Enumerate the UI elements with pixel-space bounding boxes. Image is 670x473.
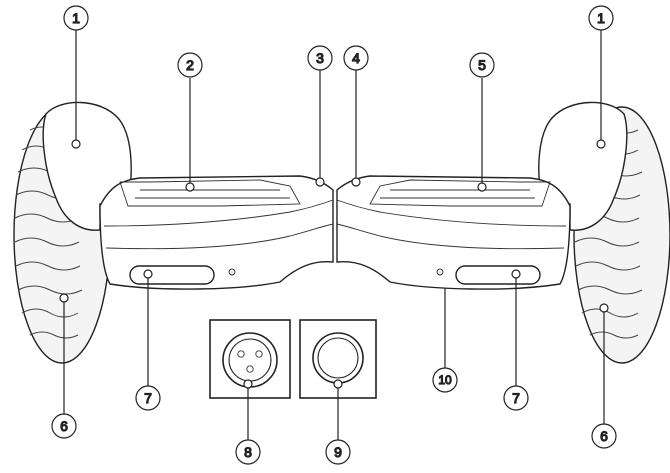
callout-5: 5 xyxy=(469,52,495,78)
right-led-bar xyxy=(455,265,541,285)
callout-2: 2 xyxy=(177,52,203,78)
svg-text:1: 1 xyxy=(72,10,80,26)
callout-6-left: 6 xyxy=(51,413,77,439)
svg-text:6: 6 xyxy=(600,428,608,444)
svg-text:6: 6 xyxy=(60,418,68,434)
svg-text:5: 5 xyxy=(478,57,486,73)
callout-1-right: 1 xyxy=(588,5,614,31)
callout-dots xyxy=(59,139,609,389)
callout-7-left: 7 xyxy=(135,385,161,411)
callout-10: 10 xyxy=(432,367,458,393)
svg-text:9: 9 xyxy=(334,444,342,460)
svg-text:1: 1 xyxy=(597,10,605,26)
leader-lines xyxy=(63,30,605,440)
callout-9: 9 xyxy=(325,439,351,465)
svg-text:7: 7 xyxy=(144,390,152,406)
callout-7-right: 7 xyxy=(503,385,529,411)
callout-3: 3 xyxy=(307,45,333,71)
svg-text:10: 10 xyxy=(438,373,452,387)
svg-text:7: 7 xyxy=(512,390,520,406)
svg-text:2: 2 xyxy=(186,57,194,73)
svg-text:3: 3 xyxy=(316,50,324,66)
callouts: 1 1 2 3 4 5 6 6 7 7 8 9 10 xyxy=(51,5,617,465)
callout-1-left: 1 xyxy=(63,5,89,31)
svg-text:8: 8 xyxy=(244,444,252,460)
svg-text:4: 4 xyxy=(352,50,360,66)
callout-8: 8 xyxy=(235,439,261,465)
callout-6-right: 6 xyxy=(591,423,617,449)
callout-4: 4 xyxy=(343,45,369,71)
left-led-bar xyxy=(129,265,215,285)
board-body xyxy=(99,175,571,290)
